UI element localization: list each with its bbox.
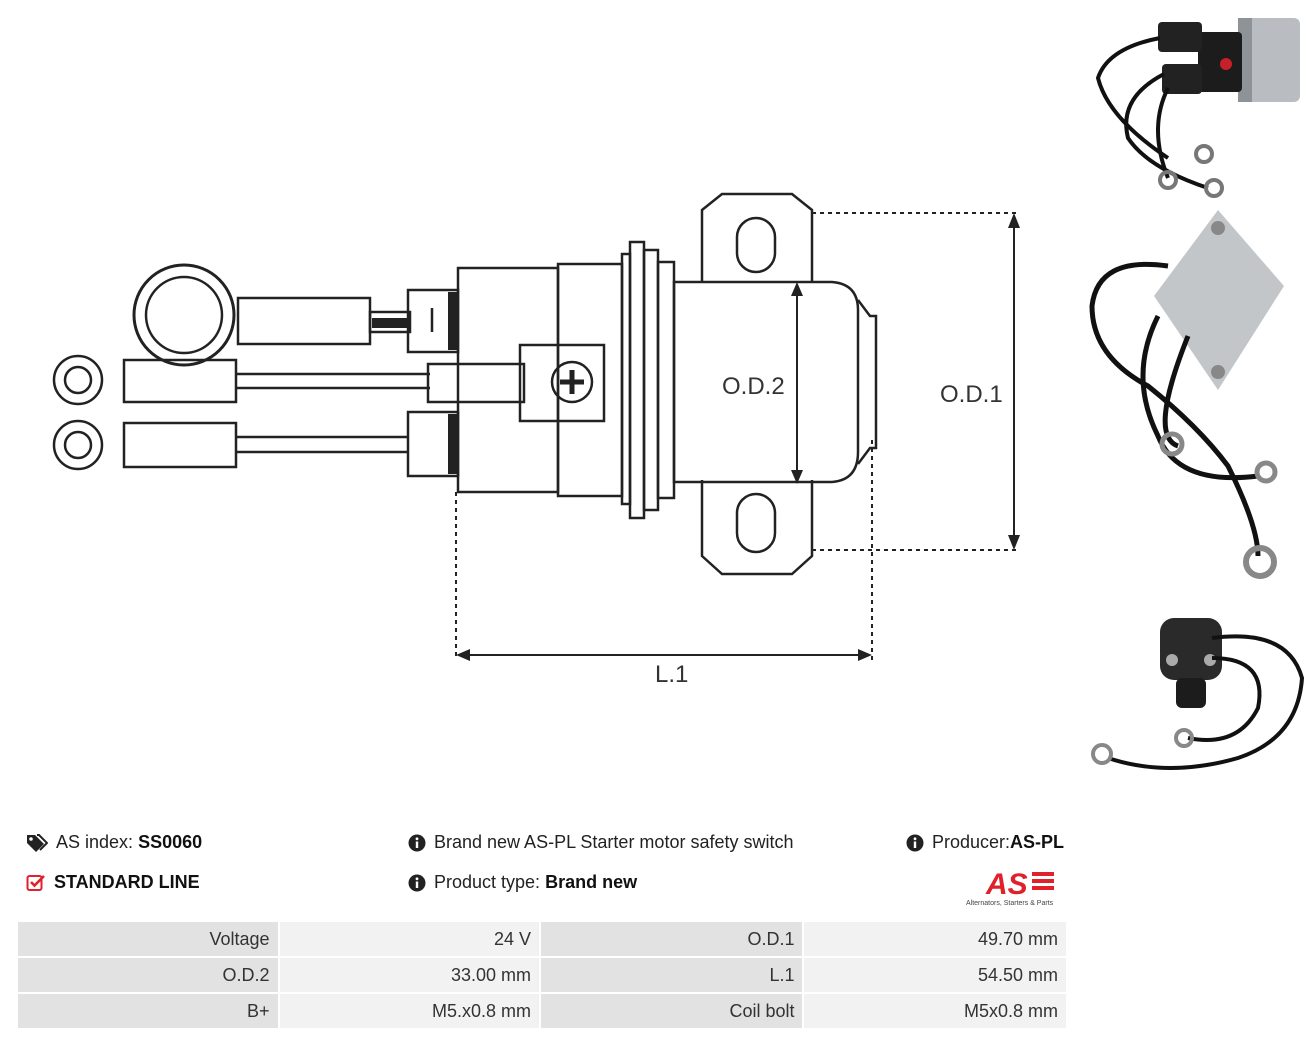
ring-terminal-small-2 bbox=[52, 419, 104, 471]
spec-label: O.D.2 bbox=[16, 956, 280, 994]
spec-label: O.D.1 bbox=[539, 920, 805, 958]
table-row: O.D.2 33.00 mm L.1 54.50 mm bbox=[16, 956, 1068, 994]
as-logo-tagline: Alternators, Starters & Parts bbox=[966, 900, 1054, 907]
info-circle-icon bbox=[906, 834, 924, 852]
mounting-bracket-bottom bbox=[700, 480, 814, 576]
spec-label: Coil bolt bbox=[539, 992, 805, 1030]
dimension-label-l1: L.1 bbox=[655, 661, 688, 688]
info-circle-icon bbox=[408, 834, 426, 852]
as-logo: AS Alternators, Starters & Parts bbox=[960, 866, 1070, 908]
as-index-value: SS0060 bbox=[138, 832, 203, 852]
as-index-label: AS index: bbox=[56, 832, 134, 852]
standard-line-row: STANDARD LINE bbox=[26, 872, 200, 893]
spec-value: M5x0.8 mm bbox=[802, 992, 1068, 1030]
spec-value: 49.70 mm bbox=[802, 920, 1068, 958]
producer-label: Producer: bbox=[932, 832, 1011, 852]
as-index-row: AS index: SS0060 bbox=[26, 832, 202, 853]
spec-label: B+ bbox=[16, 992, 280, 1030]
mounting-bracket-top bbox=[700, 192, 814, 282]
standard-line-label: STANDARD LINE bbox=[54, 872, 200, 892]
table-row: Voltage 24 V O.D.1 49.70 mm bbox=[16, 920, 1068, 958]
table-row: B+ M5.x0.8 mm Coil bolt M5x0.8 mm bbox=[16, 992, 1068, 1030]
technical-drawing: O.D.2 O.D.1 L.1 bbox=[52, 192, 1020, 688]
dimension-label-od2: O.D.2 bbox=[722, 373, 785, 400]
specs-table: Voltage 24 V O.D.1 49.70 mm O.D.2 33.00 … bbox=[16, 920, 1068, 1030]
spec-value: M5.x0.8 mm bbox=[277, 992, 542, 1030]
spec-value: 54.50 mm bbox=[802, 956, 1068, 994]
product-type-label: Product type: bbox=[434, 872, 541, 892]
ring-terminal-large bbox=[132, 263, 236, 367]
screw-head bbox=[550, 360, 594, 404]
as-logo-mark: AS bbox=[985, 868, 1028, 901]
check-square-icon bbox=[26, 874, 46, 892]
spec-label: L.1 bbox=[539, 956, 805, 994]
spec-value: 24 V bbox=[277, 920, 542, 958]
description-row: Brand new AS-PL Starter motor safety swi… bbox=[408, 832, 793, 853]
producer-row: Producer: AS-PL bbox=[906, 832, 1064, 853]
dimension-label-od1: O.D.1 bbox=[940, 381, 1003, 408]
product-photo-side bbox=[1095, 18, 1300, 198]
info-circle-icon bbox=[408, 874, 426, 892]
product-type-row: Product type: Brand new bbox=[408, 872, 637, 893]
ring-terminal-small-1 bbox=[52, 354, 104, 406]
product-description: Brand new AS-PL Starter motor safety swi… bbox=[434, 832, 794, 852]
product-photo-top bbox=[1091, 618, 1305, 770]
tags-icon bbox=[26, 833, 48, 852]
product-photo-back bbox=[1089, 210, 1284, 579]
product-type-value: Brand new bbox=[545, 872, 638, 892]
spec-label: Voltage bbox=[16, 920, 280, 958]
producer-value: AS-PL bbox=[1010, 832, 1065, 852]
spec-value: 33.00 mm bbox=[277, 956, 542, 994]
